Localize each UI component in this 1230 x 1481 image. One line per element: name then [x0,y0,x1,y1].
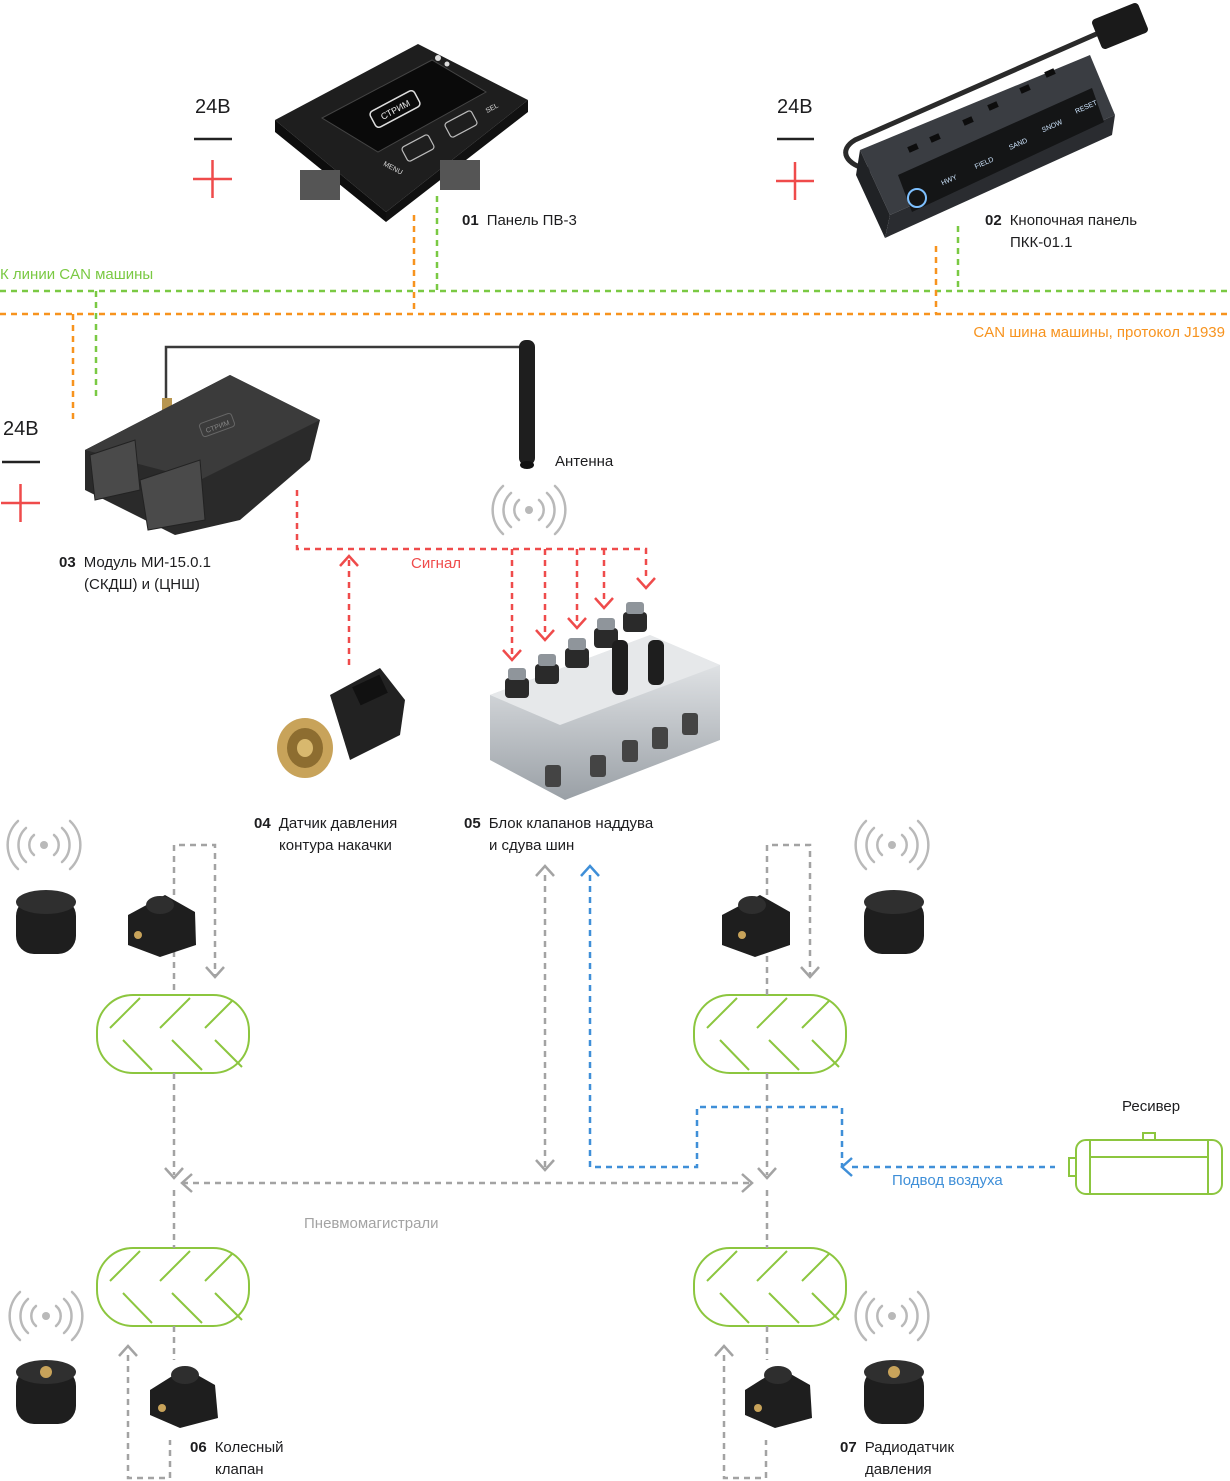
label-c05-num: 05 [464,815,481,832]
air-supply-line [580,864,1055,1177]
signal-label: Сигнал [411,555,462,572]
wireless-icon-antenna [491,484,567,536]
air-supply-label: Подвод воздуха [892,1172,1003,1189]
panel-pv3-device: СТРИМ MENU SEL [275,44,528,222]
wheel-valve-front-left [128,895,196,957]
pneumatic-lines [118,843,820,1480]
label-c07-line1: Радиодатчик [864,1439,955,1456]
label-c02-line1: Кнопочная панель [1009,212,1138,229]
label-c03: 03 Модуль МИ-15.0.1 (СКДШ) и (ЦНШ) [59,552,211,596]
label-c01-text: Панель ПВ-3 [486,212,577,229]
label-c02-line2: ПКК-01.1 [1010,234,1073,251]
can-bus-lines [0,196,1230,420]
can-green-label: К линии CAN машины [0,266,154,283]
label-c07: 07 Радиодатчик давления [840,1437,954,1481]
label-c05-line1: Блок клапанов наддува [488,815,654,832]
valve-block-device [490,602,720,800]
power-symbol-02 [776,137,814,200]
signal-lines [295,490,656,668]
radio-sensor-front-right [864,890,924,954]
label-c04-line1: Датчик давления [278,815,398,832]
label-c05-line2: и сдува шин [489,837,575,854]
label-c02-num: 02 [985,212,1002,229]
label-c04: 04 Датчик давления контура накачки [254,813,397,857]
label-c01-num: 01 [462,212,479,229]
voltage-label-03: 24В [3,418,39,440]
pneumo-lines-label: Пневмомагистрали [304,1215,439,1232]
label-c04-num: 04 [254,815,271,832]
radio-sensor-rear-left [16,1360,76,1424]
label-c02: 02 Кнопочная панель ПКК-01.1 [985,210,1137,254]
wireless-icon-bottom-left [8,1290,84,1342]
wireless-icon-top-left [6,819,82,871]
label-c03-line1: Модуль МИ-15.0.1 [83,554,211,571]
tire-front-right [693,994,847,1074]
label-c06: 06 Колесный клапан [190,1437,283,1481]
tire-rear-right [693,1247,847,1327]
tire-front-left [96,994,250,1074]
label-c05: 05 Блок клапанов наддува и сдува шин [464,813,653,857]
receiver-label: Ресивер [1122,1098,1181,1115]
radio-sensor-front-left [16,890,76,954]
power-symbol-01 [193,137,232,198]
label-c03-num: 03 [59,554,76,571]
label-c07-num: 07 [840,1439,857,1456]
receiver-tank [1068,1132,1223,1195]
label-c06-line2: клапан [215,1461,264,1478]
wireless-icon-bottom-right [854,1290,930,1342]
label-c07-line2: давления [865,1461,932,1478]
module-mi15-device: СТРИМ [85,345,528,535]
label-c01: 01 Панель ПВ-3 [462,210,577,232]
power-symbol-03 [1,460,40,522]
antenna-device [519,340,535,469]
wireless-icon-top-right [854,819,930,871]
wheel-valve-front-right [722,895,790,957]
radio-sensor-rear-right [864,1360,924,1424]
tire-rear-left [96,1247,250,1327]
can-orange-label: CAN шина машины, протокол J1939 [973,324,1225,341]
voltage-label-02: 24В [777,96,813,118]
wheel-valve-rear-right [745,1366,812,1428]
label-c06-num: 06 [190,1439,207,1456]
label-c06-line1: Колесный [214,1439,284,1456]
button-panel-pkk-device: HWY FIELD SAND SNOW RESET [843,3,1148,238]
wheel-valve-rear-left [150,1366,218,1428]
label-c04-line2: контура накачки [279,837,392,854]
pressure-sensor-device [277,668,405,778]
antenna-label: Антенна [555,453,614,470]
label-c03-line2: (СКДШ) и (ЦНШ) [84,576,200,593]
voltage-label-01: 24В [195,96,231,118]
